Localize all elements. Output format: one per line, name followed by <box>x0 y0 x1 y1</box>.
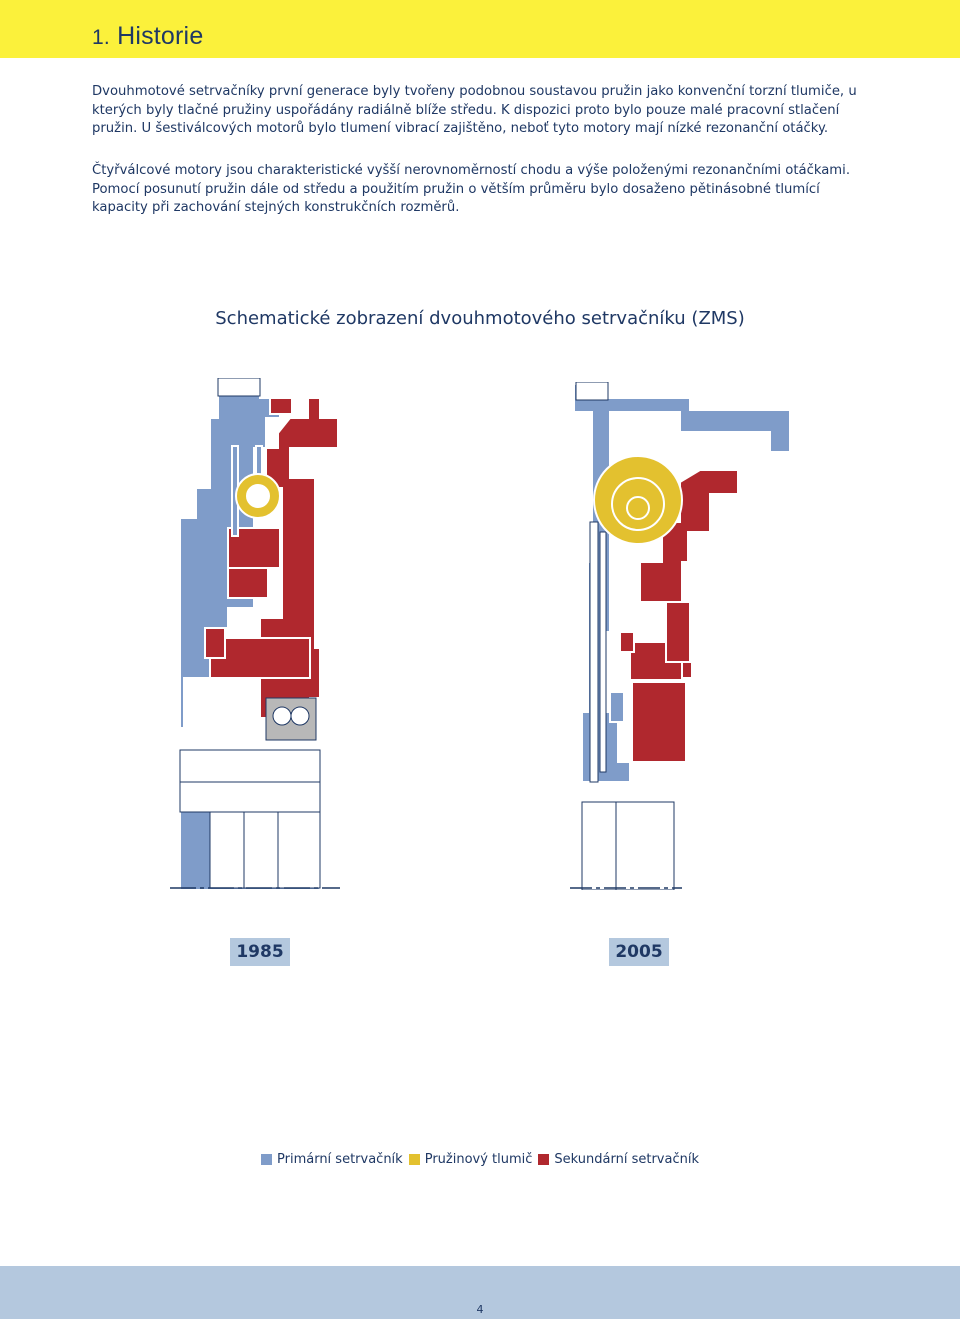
page-number: 4 <box>476 1303 484 1316</box>
legend-swatch-secondary <box>538 1154 550 1165</box>
flywheel-diagram-2005 <box>570 382 791 890</box>
legend-item-secondary: Sekundární setrvačník <box>538 1152 699 1167</box>
legend: Primární setrvačník Pružinový tlumič Sek… <box>0 1152 960 1167</box>
legend-swatch-spring <box>408 1154 420 1165</box>
second-paragraph: Čtyřválcové motory jsou charakteristické… <box>92 163 851 215</box>
header-band <box>0 0 960 58</box>
figure-title: Schematické zobrazení dvouhmotového setr… <box>215 308 745 329</box>
year-label-2005: 2005 <box>609 938 669 966</box>
intro-paragraph: Dvouhmotové setrvačníky první generace b… <box>92 84 857 136</box>
chapter-number: 1. <box>92 26 110 49</box>
chapter-title: 1. Historie <box>92 22 203 51</box>
year-label-1985: 1985 <box>230 938 290 966</box>
flywheel-diagram-1985 <box>170 378 340 890</box>
legend-label-spring: Pružinový tlumič <box>424 1152 533 1167</box>
legend-swatch-primary <box>261 1154 272 1165</box>
legend-label-secondary: Sekundární setrvačník <box>554 1152 699 1167</box>
legend-label-primary: Primární setrvačník <box>277 1152 403 1167</box>
chapter-title-text: Historie <box>117 22 204 50</box>
legend-item-primary: Primární setrvačník <box>261 1152 403 1167</box>
legend-item-spring: Pružinový tlumič <box>408 1152 533 1167</box>
footer-band <box>0 1266 960 1319</box>
